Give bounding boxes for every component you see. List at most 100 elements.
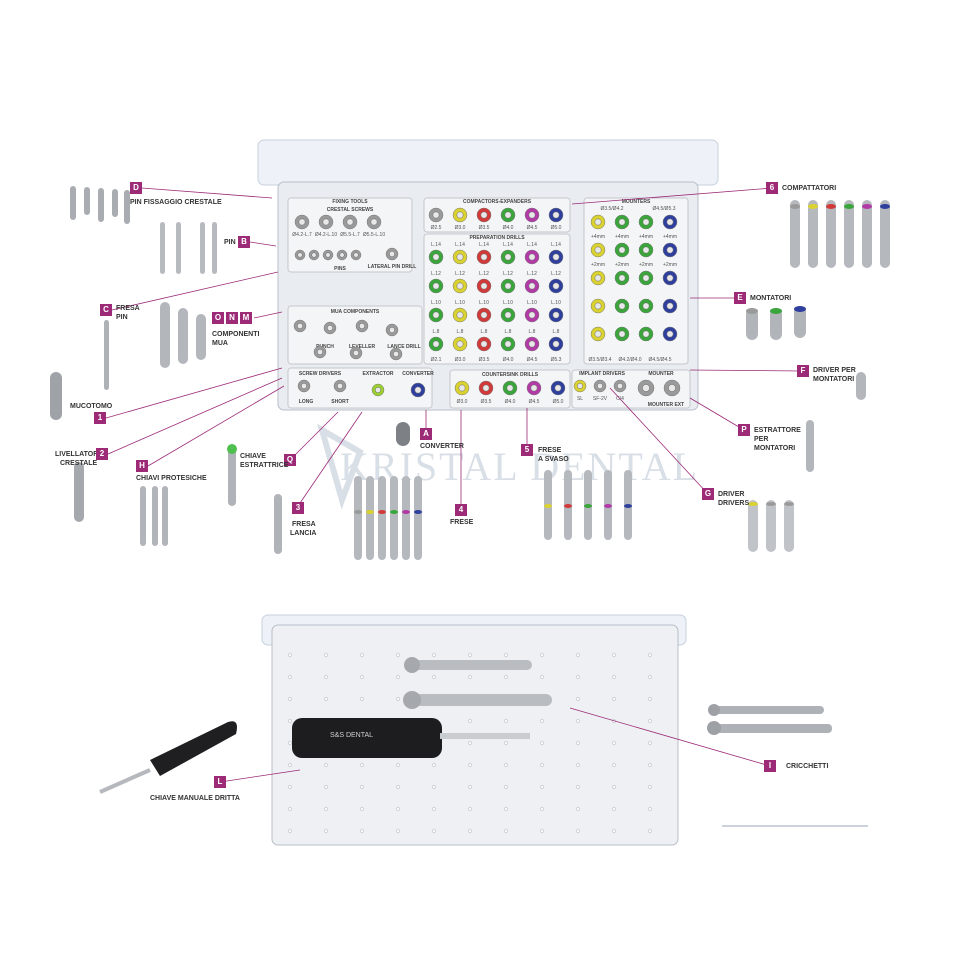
prep-drill-length: L.14 xyxy=(455,242,465,248)
extractor-slot xyxy=(371,383,385,397)
tray-hole xyxy=(611,674,617,680)
leader-line xyxy=(689,369,804,372)
mounter-driver xyxy=(856,372,866,400)
screwdriver-panel xyxy=(287,367,433,409)
label-drivers: DRIVERS xyxy=(718,500,750,507)
tray-hole xyxy=(503,718,509,724)
leader-line xyxy=(689,397,745,431)
tray-hole xyxy=(431,762,437,768)
mua-slot xyxy=(355,319,369,333)
countersink-size: Ø4.5 xyxy=(529,399,540,405)
tray-hole xyxy=(575,696,581,702)
handle-in-tray xyxy=(292,718,442,758)
countersink-slot xyxy=(454,380,470,396)
compactor-band xyxy=(880,204,890,209)
mua-slot xyxy=(349,346,363,360)
compactor xyxy=(826,200,836,268)
tray-hole xyxy=(503,674,509,680)
compactor-slot xyxy=(524,207,540,223)
leader-line xyxy=(107,377,283,455)
prep-drill-slot xyxy=(452,307,468,323)
label-compattatori: COMPATTATORI xyxy=(782,185,837,192)
mua-slot xyxy=(293,319,307,333)
pin xyxy=(212,222,217,274)
badge-6: 6 xyxy=(766,182,778,194)
mounter-slot xyxy=(638,242,654,258)
prep-drill-slot xyxy=(548,249,564,265)
watermark-text: KRISTAL DENTAL xyxy=(340,444,699,489)
mounter-ext-title: MOUNTER EXT xyxy=(648,402,684,408)
prep-drill-length: L.14 xyxy=(479,242,489,248)
tray-hole xyxy=(575,740,581,746)
leader-line xyxy=(141,187,273,199)
mounter-title: MOUNTER xyxy=(648,371,674,377)
tray-hole xyxy=(647,740,653,746)
tray-hole xyxy=(647,718,653,724)
preparation-drill-band xyxy=(390,510,398,514)
leader-line xyxy=(105,367,283,419)
mounter-ext-slot xyxy=(663,379,681,397)
badge-1: 1 xyxy=(94,412,106,424)
mounter-row-label: +4mm xyxy=(639,234,653,240)
mounter-slot xyxy=(590,326,606,342)
tray-hole xyxy=(359,784,365,790)
fixation-pin xyxy=(112,189,118,217)
screw-drivers-title: SCREW DRIVERS xyxy=(299,371,342,377)
prep-drill-slot xyxy=(524,336,540,352)
label-estrattore: ESTRATTORE xyxy=(754,427,801,434)
ratchet-2 xyxy=(412,694,552,706)
crestal-screw-slot xyxy=(318,214,334,230)
prep-drill-length: L.8 xyxy=(481,329,488,335)
label-chiave: CHIAVE xyxy=(240,453,266,460)
badge-o: O xyxy=(212,312,224,324)
tray-hole xyxy=(287,762,293,768)
countersink-title: COUNTERSINK DRILLS xyxy=(482,372,539,378)
tray-rings xyxy=(293,207,681,398)
mounter-head-2: Ø4.5/Ø5.3 xyxy=(652,206,675,212)
pin-slot xyxy=(294,249,306,261)
fixation-pin xyxy=(70,186,76,220)
tray-hole xyxy=(287,740,293,746)
compactor-slot xyxy=(428,207,444,223)
tray-hole xyxy=(539,806,545,812)
tray-hole xyxy=(395,828,401,834)
compactor-size: Ø3.5 xyxy=(479,225,490,231)
tray-hole xyxy=(647,806,653,812)
tray-hole xyxy=(467,806,473,812)
leader-line xyxy=(111,271,279,311)
compactor-band xyxy=(862,204,872,209)
short-title: SHORT xyxy=(331,399,349,405)
mounter-slot xyxy=(662,270,678,286)
tray-hole xyxy=(323,696,329,702)
tray-hole xyxy=(467,784,473,790)
long-title: LONG xyxy=(299,399,314,405)
mounter-row-label: +2mm xyxy=(663,262,677,268)
mounter-slot xyxy=(614,270,630,286)
tray-hole xyxy=(287,806,293,812)
tray-hole xyxy=(611,828,617,834)
badge-p: P xyxy=(738,424,750,436)
prosthetic-key xyxy=(140,486,146,546)
pin xyxy=(200,222,205,274)
mounter-row-label: +4mm xyxy=(663,234,677,240)
tray-hole xyxy=(467,674,473,680)
compactor-slot xyxy=(476,207,492,223)
implant-driver-slot xyxy=(573,379,587,393)
tray-hole xyxy=(323,762,329,768)
implant-driver-band xyxy=(748,502,758,506)
prep-drill-length: L.8 xyxy=(505,329,512,335)
preparation-drill xyxy=(366,476,374,560)
compactor-slot xyxy=(452,207,468,223)
tray-hole xyxy=(539,718,545,724)
mounter-band xyxy=(794,306,806,312)
mua-component xyxy=(178,308,188,364)
implant-driver xyxy=(784,500,794,552)
tray-hole xyxy=(503,652,509,658)
countersink-size: Ø4.0 xyxy=(505,399,516,405)
label-lancia: LANCIA xyxy=(290,530,317,537)
countersink-drill-band xyxy=(604,504,612,508)
prep-drill-length: L.12 xyxy=(455,271,465,277)
kit-lid xyxy=(257,139,719,186)
mounter-foot-label: Ø3.5/Ø3.4 xyxy=(588,357,611,363)
compactor-band xyxy=(844,204,854,209)
